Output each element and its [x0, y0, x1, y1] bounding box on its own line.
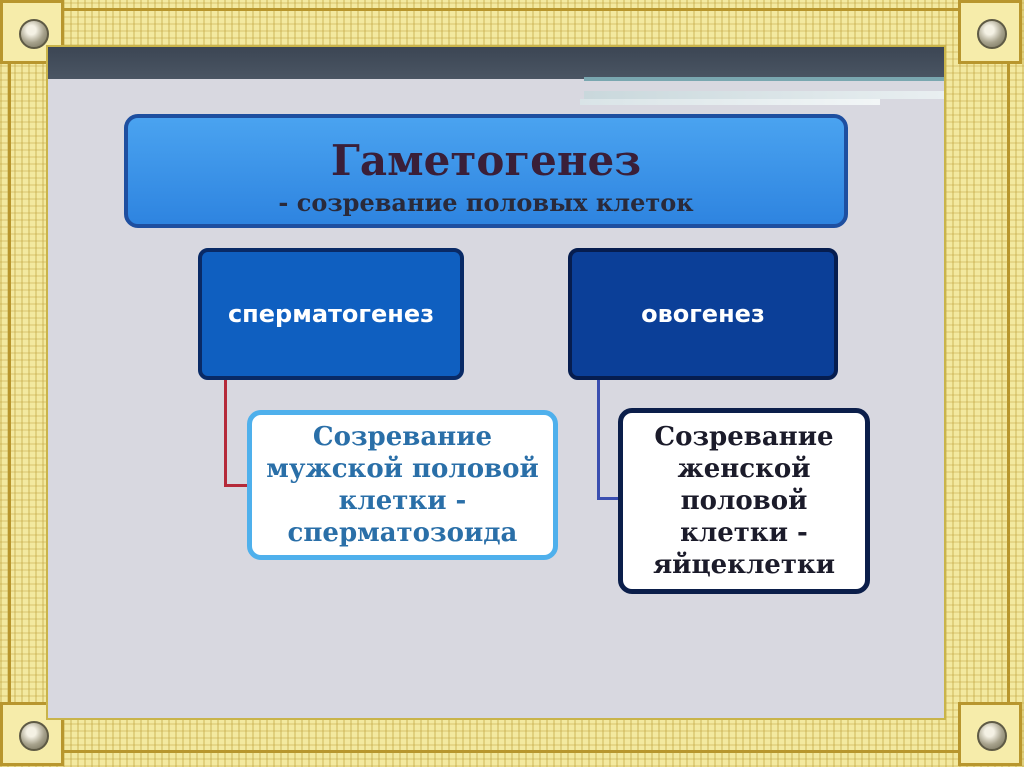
slide-top-bar — [48, 47, 944, 79]
frame-corner-bottom-right — [958, 702, 1022, 766]
knob-icon — [977, 721, 1007, 751]
connector-male-vertical — [224, 380, 227, 486]
frame-corner-top-right — [958, 0, 1022, 64]
diagram-title: Гаметогенез — [128, 136, 844, 185]
male-description-line: Созревание — [266, 421, 539, 453]
female-description-line: Созревание — [653, 421, 835, 453]
male-description-box: Созревание мужской половой клетки - спер… — [247, 410, 558, 560]
slide-accent-strip-lower — [580, 99, 880, 105]
spermatogenesis-label: сперматогенез — [228, 300, 434, 328]
male-description-line: сперматозоида — [266, 517, 539, 549]
slide-accent-strip — [584, 91, 944, 99]
title-box: Гаметогенез - созревание половых клеток — [124, 114, 848, 228]
oogenesis-label: овогенез — [641, 300, 765, 328]
diagram-subtitle: - созревание половых клеток — [128, 188, 844, 217]
knob-icon — [977, 19, 1007, 49]
female-description-box: Созревание женской половой клетки - яйце… — [618, 408, 870, 594]
oogenesis-box: овогенез — [568, 248, 838, 380]
female-description-line: клетки - — [653, 517, 835, 549]
connector-female-vertical — [597, 380, 600, 498]
spermatogenesis-box: сперматогенез — [198, 248, 464, 380]
male-description-line: клетки - — [266, 485, 539, 517]
female-description-line: половой — [653, 485, 835, 517]
female-description-line: яйцеклетки — [653, 549, 835, 581]
male-description-line: мужской половой — [266, 453, 539, 485]
female-description-line: женской — [653, 453, 835, 485]
knob-icon — [19, 721, 49, 751]
slide-accent-line — [584, 77, 944, 81]
knob-icon — [19, 19, 49, 49]
